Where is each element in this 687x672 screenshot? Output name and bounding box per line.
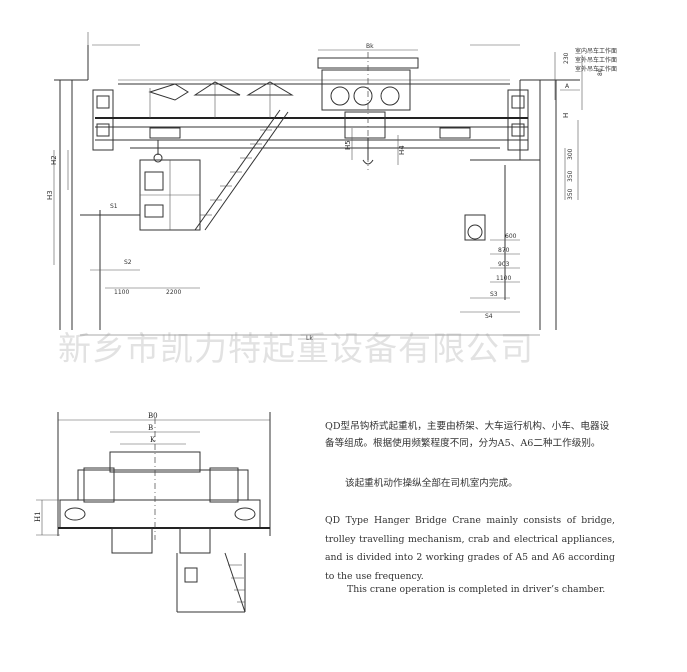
dim-h1: H1 (34, 511, 42, 522)
dim-1100b: 1100 (496, 275, 511, 282)
dim-b0: B0 (148, 412, 158, 420)
dim-350b: 350 (567, 188, 574, 200)
dim-2200: 2200 (166, 289, 181, 296)
dim-80: 80 (597, 68, 604, 76)
driver-cab (139, 159, 201, 231)
dim-h: H (562, 113, 570, 118)
end-carriage-left (92, 89, 114, 151)
building-left-column (54, 32, 140, 330)
dim-s1: S1 (110, 203, 118, 210)
dim-870: 870 (498, 247, 510, 254)
dimension-lines (53, 49, 583, 336)
crane-side-view-drawing (36, 412, 271, 613)
hook-right (464, 214, 486, 241)
trolley (317, 52, 419, 170)
dim-300: 300 (567, 148, 574, 160)
dim-s4: S4 (485, 313, 493, 320)
platform-railing (148, 81, 294, 118)
description-en-paragraph-1: QD Type Hanger Bridge Crane mainly consi… (325, 515, 615, 582)
dim-h4: H4 (398, 145, 406, 155)
description-cn-paragraph-2: 该起重机动作操纵全部在司机室内完成。 (345, 478, 518, 489)
dim-s3: S3 (490, 291, 498, 298)
dim-s2: S2 (124, 259, 132, 266)
dim-bk: Bk (366, 43, 374, 50)
dim-230: 230 (563, 52, 570, 64)
dim-1100a: 1100 (114, 289, 129, 296)
hook-left (153, 140, 163, 163)
dim-h2: H2 (50, 155, 58, 165)
dim-lk: Lk (306, 335, 313, 342)
building-right-column (470, 44, 580, 330)
note-outdoor-2: 室外吊车工作面 (575, 65, 617, 73)
dim-h3: H3 (46, 190, 54, 200)
dim-350a: 350 (567, 170, 574, 182)
end-carriage-right (507, 89, 529, 151)
description-en-paragraph-2: This crane operation is completed in dri… (347, 584, 606, 595)
note-outdoor-1: 室外吊车工作面 (575, 56, 617, 64)
description-cn-paragraph-1: QD型吊钩桥式起重机，主要由桥架、大车运行机构、小车、电器设备等组成。根据使用频… (325, 421, 610, 449)
main-girder (95, 79, 528, 149)
dim-b: B (148, 424, 153, 432)
company-watermark: 新乡市凯力特起重设备有限公司 (58, 329, 534, 368)
dim-k: K (150, 436, 156, 444)
note-indoor: 室内吊车工作面 (575, 47, 617, 55)
dim-a: A (565, 83, 570, 90)
dim-903: 903 (498, 261, 510, 268)
dim-600: 600 (505, 233, 517, 240)
dim-h5: H5 (344, 140, 352, 150)
access-staircase (194, 109, 289, 231)
